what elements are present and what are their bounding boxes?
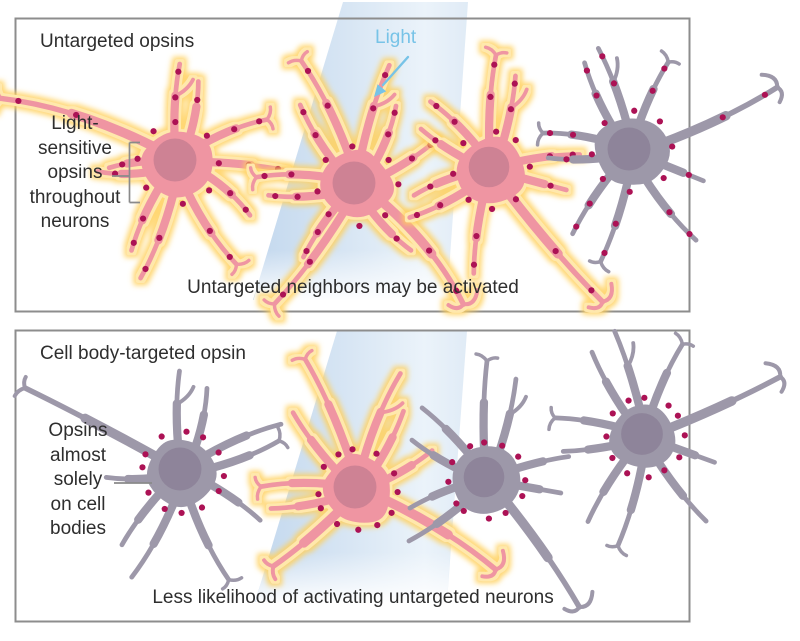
neuron-gray-1 <box>535 44 784 274</box>
panel2-title: Cell body-targeted opsin <box>40 343 246 364</box>
side-label-bracket <box>112 141 140 204</box>
neuron-pink-3 <box>405 45 614 311</box>
neuron-pink-2 <box>248 49 480 318</box>
neuron-gray-4 <box>547 327 787 558</box>
panel-border-top <box>14 17 691 313</box>
panel2-side-label: Opsins almost solely on cell bodies <box>48 420 108 539</box>
panel2-caption: Less likelihood of activating untargeted… <box>152 587 554 608</box>
light-label: Light <box>375 27 417 48</box>
neuron-gray-2 <box>12 366 290 591</box>
panel1-title: Untargeted opsins <box>40 31 195 52</box>
panel1-caption: Untargeted neighbors may be activated <box>187 277 519 298</box>
neuron-pink-1 <box>0 59 291 283</box>
panel1-side-label: Light- sensitive opsins throughout neuro… <box>29 113 121 232</box>
panel-border-bottom <box>14 329 691 623</box>
light-arrow-icon <box>374 55 410 97</box>
neuron-gray-3 <box>404 352 595 614</box>
